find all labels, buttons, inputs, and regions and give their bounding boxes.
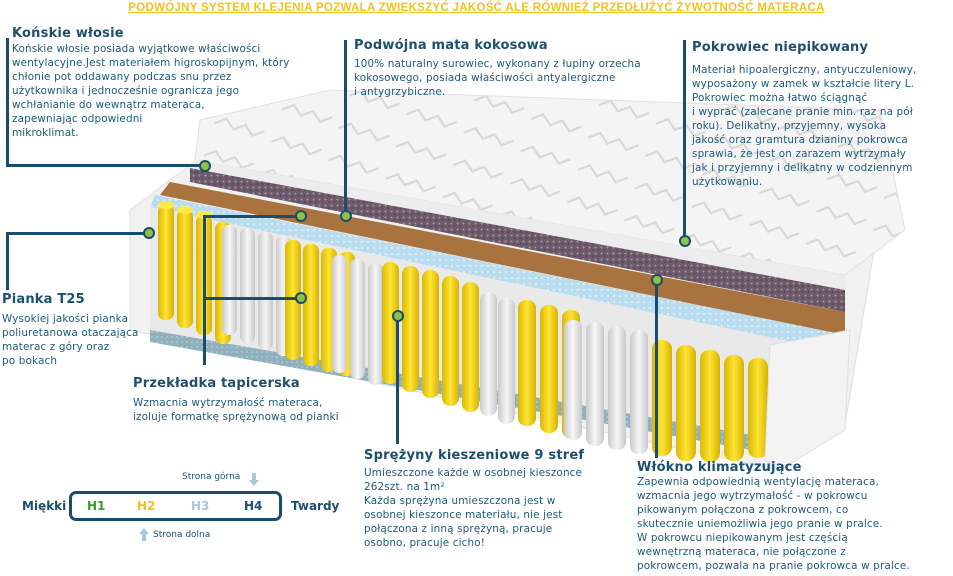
callout-title: Podwójna mata kokosowa xyxy=(354,38,548,53)
hard-label: Twardy xyxy=(291,499,340,513)
callout-title: Pokrowiec niepikowany xyxy=(692,40,869,55)
callout-text: Umieszczone każde w osobnej kieszonce 26… xyxy=(364,467,583,549)
soft-label: Miękki xyxy=(22,499,67,513)
hardness-h4: H4 xyxy=(244,499,263,513)
arrow-down-icon xyxy=(249,473,259,487)
callout-title: Pianka T25 xyxy=(2,292,85,307)
hardness-scale-box xyxy=(69,491,282,521)
hardness-h3: H3 xyxy=(191,499,210,513)
callout-pokrowiec: Pokrowiec niepikowany Materiał hipoalerg… xyxy=(692,40,916,189)
callout-text: Wysokiej jakości pianka poliuretanowa ot… xyxy=(2,313,139,367)
callout-title: Włókno klimatyzujące xyxy=(637,460,802,475)
bottom-side-label: Strona dolna xyxy=(153,530,211,540)
callout-wlokno: Włókno klimatyzujące Zapewnia odpowiedni… xyxy=(637,460,910,573)
callout-konskie-wlosie: Końskie włosie Końskie włosie posiada wy… xyxy=(12,26,290,140)
callout-text: Materiał hipoalergiczny, antyuczuleniowy… xyxy=(692,64,917,188)
callout-text: Wzmacnia wytrzymałość materaca, izoluje … xyxy=(133,397,339,423)
callout-sprezyny: Sprężyny kieszeniowe 9 stref Umieszczone… xyxy=(364,448,584,550)
hardness-h2: H2 xyxy=(137,499,156,513)
callout-pianka: Pianka T25 Wysokiej jakości pianka poliu… xyxy=(2,292,139,368)
callout-title: Końskie włosie xyxy=(12,26,124,41)
headline-banner: PODWÓJNY SYSTEM KLEJENIA POZWALA ZWIĘKSZ… xyxy=(128,2,825,14)
top-side-label: Strona górna xyxy=(182,472,241,482)
callout-przekladka: Przekładka tapicerska Wzmacnia wytrzymał… xyxy=(133,376,339,424)
callout-text: Końskie włosie posiada wyjątkowe właściw… xyxy=(12,43,290,139)
hardness-h1: H1 xyxy=(87,499,106,513)
callout-title: Sprężyny kieszeniowe 9 stref xyxy=(364,448,585,463)
callout-text: 100% naturalny surowiec, wykonany z łupi… xyxy=(354,58,641,98)
callout-text: Zapewnia odpowiednią wentylację materaca… xyxy=(637,476,910,572)
callout-title: Przekładka tapicerska xyxy=(133,376,300,391)
arrow-up-icon xyxy=(139,528,149,542)
callout-mata-kokosowa: Podwójna mata kokosowa 100% naturalny su… xyxy=(354,38,641,99)
